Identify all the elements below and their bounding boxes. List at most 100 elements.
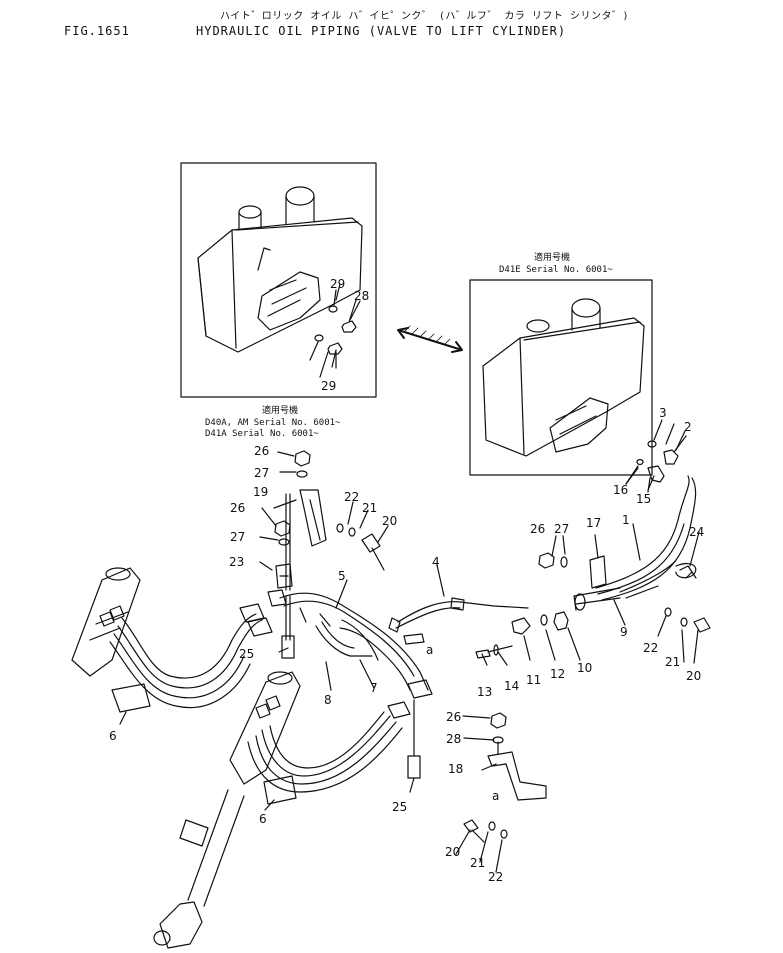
fittings-left (309, 289, 357, 369)
callout-8: 8 (324, 693, 332, 707)
callout-13: 13 (477, 685, 492, 699)
callout-27-top: 27 (254, 466, 269, 480)
bolt-13 (475, 645, 513, 659)
callout-12: 12 (550, 667, 565, 681)
callout-19: 19 (253, 485, 268, 499)
nut-26-top (294, 450, 311, 467)
figure-number: FIG.1651 (64, 24, 130, 38)
lift-cylinder-left (71, 567, 141, 677)
nut-26-right (538, 552, 555, 569)
oring-12 (540, 614, 548, 626)
callout-25-upper: 25 (239, 647, 254, 661)
callout-6-left: 6 (109, 729, 117, 743)
callout-25-lower: 25 (392, 800, 407, 814)
washer-22-right (664, 607, 672, 617)
lift-cylinder-right (229, 671, 301, 785)
cylinder-eye (159, 901, 203, 949)
callout-20-right: 20 (686, 669, 701, 683)
washer-22-upper (336, 523, 344, 533)
bolt-20-right (693, 617, 711, 633)
callout-26-left: 26 (230, 501, 245, 515)
pipe-5 (279, 592, 429, 691)
callout-26-right: 26 (530, 522, 545, 536)
callout-11: 11 (526, 673, 541, 687)
callout-9: 9 (620, 625, 628, 639)
spacer-25 (281, 635, 295, 659)
washer-27-top (296, 470, 308, 478)
alternate-arrow (397, 327, 463, 353)
callout-21-lower: 21 (470, 856, 485, 870)
callout-28-upper: 28 (354, 289, 369, 303)
bolt-20-upper (361, 533, 385, 571)
callout-15: 15 (636, 492, 651, 506)
fitting-10 (553, 611, 569, 631)
washer-22-lower (500, 829, 508, 839)
nut-26-lower (490, 712, 507, 729)
pipe-9 (601, 477, 697, 601)
callout-14: 14 (504, 679, 519, 693)
pipe-1 (595, 475, 690, 589)
callout-18: 18 (448, 762, 463, 776)
pipe-8 (315, 625, 373, 657)
callout-2: 2 (684, 420, 692, 434)
hose-6-left (121, 613, 257, 679)
bolt-20-lower (463, 819, 485, 843)
sleeve-6-right (263, 775, 297, 805)
clamp-19 (299, 489, 327, 547)
nut-26-left (274, 520, 291, 537)
washer-21-right (680, 617, 688, 627)
washer-21-upper (348, 527, 356, 537)
title-japanese: ハイト゛ロリック オイル ハ゛イヒ゜ンク゛ (ハ゛ルフ゛ カラ リフト シリンタ… (220, 11, 629, 22)
tank-valve-left (197, 186, 363, 353)
callout-29-upper: 29 (330, 277, 345, 291)
inset-frame-left (180, 162, 377, 398)
callout-20-upper: 20 (382, 514, 397, 528)
callout-10: 10 (577, 661, 592, 675)
callout-27-lower: 28 (446, 732, 461, 746)
clamp-23 (275, 563, 293, 589)
callout-28-lower: 29 (321, 379, 336, 393)
callout-22-upper: 22 (344, 490, 359, 504)
marker-a-lower: a (492, 789, 499, 803)
callout-1: 1 (622, 513, 630, 527)
hose-6-right (261, 715, 391, 777)
clamp-17 (589, 555, 607, 589)
callout-26-lower: 26 (446, 710, 461, 724)
callout-4: 4 (432, 555, 440, 569)
applicability-left-line2: D41A Serial No. 6001~ (205, 429, 319, 439)
fitting-11 (511, 617, 531, 635)
fittings-right (625, 419, 687, 491)
washer-27-left (278, 538, 290, 546)
applicability-right-heading: 適用号機 (534, 253, 571, 263)
tank-valve-right (482, 298, 645, 457)
callout-23: 23 (229, 555, 244, 569)
applicability-left-line1: D40A, AM Serial No. 6001~ (205, 418, 341, 428)
cylinder-rod (187, 789, 245, 907)
figure-title: HYDRAULIC OIL PIPING (VALVE TO LIFT CYLI… (196, 24, 567, 38)
sleeve-6-left (111, 683, 151, 713)
marker-a-upper: a (426, 643, 433, 657)
applicability-left-heading: 適用号機 (262, 406, 299, 416)
clip-24 (675, 562, 697, 579)
callout-22-lower: 22 (488, 870, 503, 884)
applicability-right-line1: D41E Serial No. 6001~ (499, 265, 613, 275)
callout-26-top: 26 (254, 444, 269, 458)
callout-27-left: 27 (230, 530, 245, 544)
fitting-block (407, 679, 433, 699)
callout-17: 17 (586, 516, 601, 530)
callout-20-lower: 20 (445, 845, 460, 859)
callout-24: 24 (689, 525, 704, 539)
hose-4 (397, 601, 529, 623)
callout-3: 3 (659, 406, 667, 420)
callout-16: 16 (613, 483, 628, 497)
callout-21-upper: 21 (362, 501, 377, 515)
washer-21-lower (488, 821, 496, 831)
callout-27-right: 27 (554, 522, 569, 536)
callout-21-right: 21 (665, 655, 680, 669)
washer-14 (493, 644, 499, 656)
pipe-7 (339, 627, 411, 691)
washer-27-right (560, 556, 568, 568)
callout-5: 5 (338, 569, 346, 583)
callout-6-right: 6 (259, 812, 267, 826)
